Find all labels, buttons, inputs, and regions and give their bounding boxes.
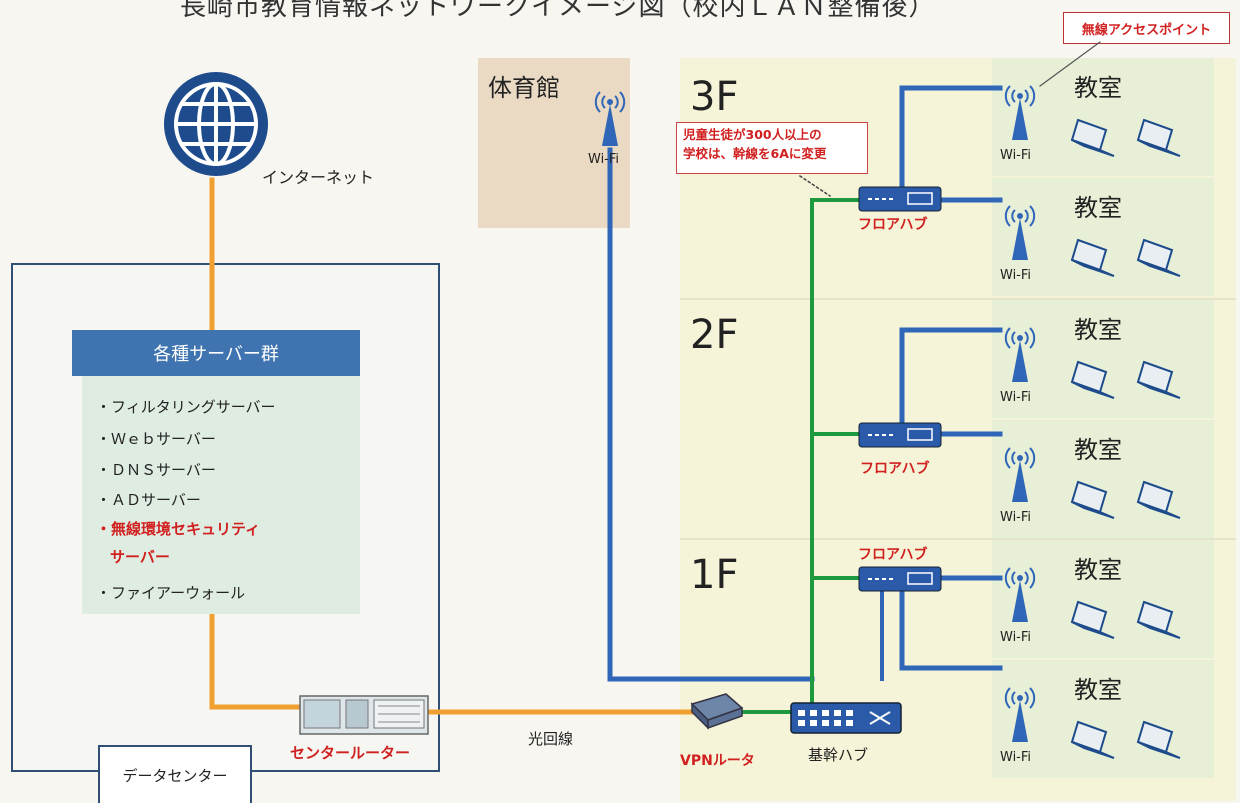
datacenter-label: データセンター bbox=[98, 745, 252, 803]
laptop-icon bbox=[1070, 238, 1115, 277]
floor-label-3f: 3F bbox=[690, 74, 739, 120]
classroom-1f-2 bbox=[992, 660, 1214, 778]
fiber-line-label: 光回線 bbox=[528, 730, 574, 748]
access-point-icon bbox=[594, 91, 626, 146]
classroom-wifi-label: Wi-Fi bbox=[1000, 148, 1032, 163]
vpn-router-icon bbox=[690, 693, 744, 730]
classroom-wifi-label: Wi-Fi bbox=[1000, 510, 1032, 525]
floor-divider bbox=[680, 298, 1236, 300]
center-router-icon bbox=[299, 695, 429, 735]
classroom-label: 教室 bbox=[1074, 556, 1122, 584]
server-item-highlight: サーバー bbox=[110, 548, 170, 566]
laptop-icon bbox=[1136, 118, 1181, 157]
globe-icon bbox=[164, 72, 268, 176]
internet-label: インターネット bbox=[262, 168, 375, 187]
callout-access-point: 無線アクセスポイント bbox=[1063, 12, 1230, 44]
server-item: ・ＡＤサーバー bbox=[96, 491, 201, 509]
laptop-icon bbox=[1136, 600, 1181, 639]
classroom-wifi-label: Wi-Fi bbox=[1000, 268, 1032, 283]
laptop-icon bbox=[1070, 118, 1115, 157]
floor-hub-label-2f: フロアハブ bbox=[860, 461, 930, 477]
laptop-icon bbox=[1070, 480, 1115, 519]
ap-link-1f-2 bbox=[899, 589, 1003, 671]
laptop-icon bbox=[1070, 360, 1115, 399]
classroom-wifi-label: Wi-Fi bbox=[1000, 750, 1032, 765]
access-point-icon bbox=[1004, 205, 1036, 260]
laptop-icon bbox=[1136, 480, 1181, 519]
ap-link-2f-1 bbox=[899, 327, 1003, 425]
note-line: 児童生徒が300人以上の bbox=[683, 127, 822, 142]
access-point-icon bbox=[1004, 687, 1036, 742]
floor-hub-icon-3f bbox=[858, 186, 942, 212]
server-group-heading: 各種サーバー群 bbox=[72, 330, 360, 376]
ap-callout-leader bbox=[1039, 41, 1101, 87]
gym-wifi-link bbox=[607, 147, 815, 682]
classroom-wifi-label: Wi-Fi bbox=[1000, 390, 1032, 405]
classroom-2f-1 bbox=[992, 300, 1214, 418]
floor-divider bbox=[680, 538, 1236, 540]
ap-link-3f-1 bbox=[899, 85, 1003, 189]
laptop-icon bbox=[1136, 720, 1181, 759]
classroom-3f-2 bbox=[992, 178, 1214, 296]
classroom-2f-2 bbox=[992, 420, 1214, 538]
classroom-label: 教室 bbox=[1074, 316, 1122, 344]
floor-hub-icon-1f bbox=[858, 566, 942, 592]
classroom-label: 教室 bbox=[1074, 676, 1122, 704]
access-point-icon bbox=[1004, 447, 1036, 502]
floor-hub-label-1f: フロアハブ bbox=[858, 547, 928, 563]
classroom-3f-1 bbox=[992, 58, 1214, 176]
access-point-icon bbox=[1004, 327, 1036, 382]
server-item: ・フィルタリングサーバー bbox=[96, 398, 276, 416]
laptop-icon bbox=[1136, 360, 1181, 399]
classroom-label: 教室 bbox=[1074, 74, 1122, 102]
server-item: ・ファイアーウォール bbox=[96, 584, 246, 602]
server-item: ・Ｗｅｂサーバー bbox=[96, 430, 216, 448]
floor-label-1f: 1F bbox=[690, 552, 739, 598]
access-point-icon bbox=[1004, 85, 1036, 140]
diagram-title: 長崎市教育情報ネットワークイメージ図（校内ＬＡＮ整備後） bbox=[180, 0, 936, 22]
server-list: ・フィルタリングサーバー ・Ｗｅｂサーバー ・ＤＮＳサーバー ・ＡＤサーバー ・… bbox=[82, 376, 360, 614]
vpn-router-label: VPNルータ bbox=[680, 753, 755, 769]
classroom-label: 教室 bbox=[1074, 436, 1122, 464]
laptop-icon bbox=[1136, 238, 1181, 277]
note-line: 学校は、幹線を6Aに変更 bbox=[683, 146, 827, 161]
gym-wifi-label: Wi-Fi bbox=[588, 152, 620, 167]
core-hub-label: 基幹ハブ bbox=[808, 746, 869, 764]
laptop-icon bbox=[1070, 720, 1115, 759]
classroom-1f-1 bbox=[992, 540, 1214, 658]
classroom-label: 教室 bbox=[1074, 194, 1122, 222]
floor-hub-icon-2f bbox=[858, 422, 942, 448]
access-point-icon bbox=[1004, 567, 1036, 622]
core-hub-icon bbox=[790, 702, 902, 734]
gym-label: 体育館 bbox=[488, 74, 560, 102]
classroom-wifi-label: Wi-Fi bbox=[1000, 630, 1032, 645]
floor-label-2f: 2F bbox=[690, 312, 739, 358]
server-item-highlight: ・無線環境セキュリティ bbox=[96, 520, 261, 538]
server-item: ・ＤＮＳサーバー bbox=[96, 461, 216, 479]
center-router-label: センタールーター bbox=[290, 744, 411, 762]
laptop-icon bbox=[1070, 600, 1115, 639]
trunk-upgrade-note: 児童生徒が300人以上の 学校は、幹線を6Aに変更 bbox=[676, 122, 868, 174]
floor-hub-label-3f: フロアハブ bbox=[858, 217, 928, 233]
note-leader bbox=[798, 174, 832, 198]
